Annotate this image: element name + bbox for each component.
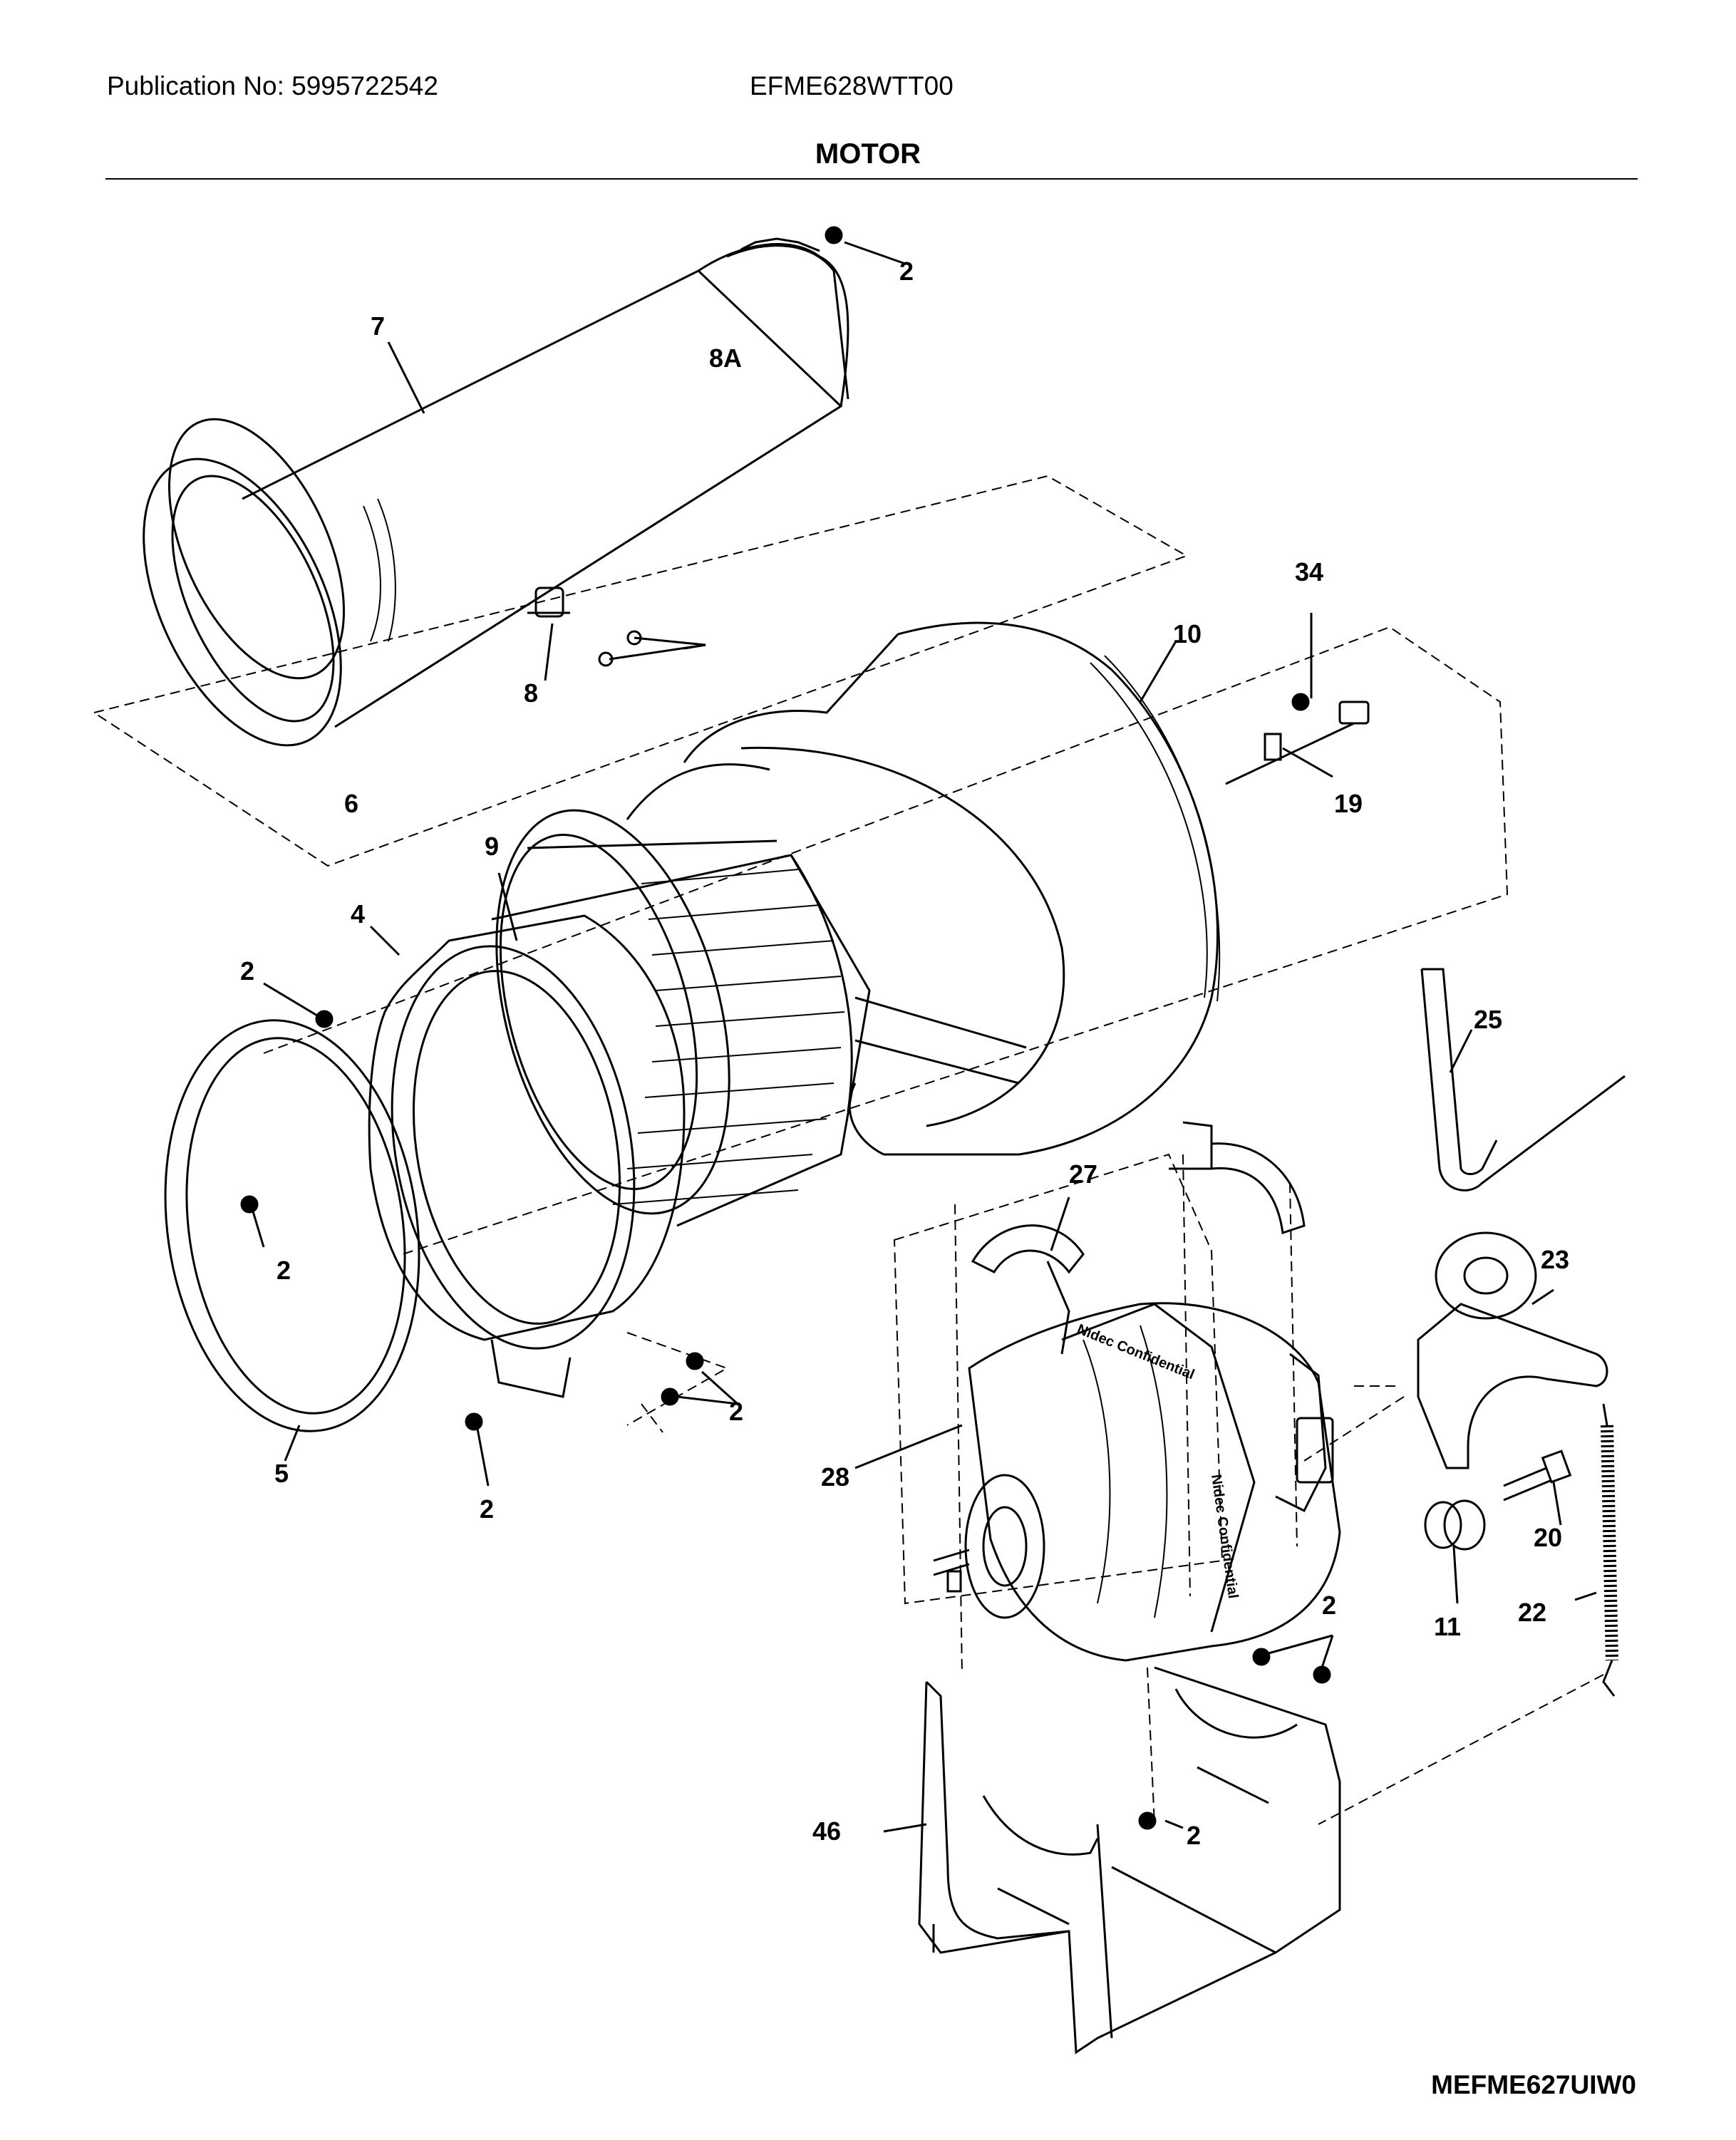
idler-bracket-part-23 (1417, 1231, 1608, 1469)
callout-25: 25 (1474, 1005, 1502, 1034)
callout-5: 5 (274, 1459, 289, 1488)
callout-2d: 2 (729, 1397, 743, 1426)
callout-9: 9 (485, 832, 499, 861)
ring-seal-part-6 (143, 458, 342, 747)
motor-mount-part-46 (918, 1666, 1341, 2054)
tension-spring-part-22 (1601, 1403, 1618, 1697)
publication-number: Publication No: 5995722542 (107, 71, 438, 100)
motor-stamp-top: Nidec Confidential (1075, 1321, 1197, 1382)
motor-straps-part-27 (971, 1121, 1306, 1355)
callout-2c: 2 (277, 1256, 291, 1285)
callout-8a: 8A (709, 343, 742, 373)
dashed-guide-lines (92, 475, 1604, 1825)
callout-2a: 2 (899, 257, 914, 286)
model-number: EFME628WTT00 (750, 71, 954, 100)
bolt-part-20 (1503, 1449, 1572, 1501)
motor-part-28: Nidec Confidential Nidec Confidential (933, 1302, 1341, 1662)
motor-stamp-side: Nidec Confidential (1208, 1474, 1241, 1600)
idler-wheel-part-11 (1424, 1499, 1486, 1551)
callout-7: 7 (371, 311, 385, 341)
blower-wheel-part-9 (491, 809, 871, 1227)
callout-28: 28 (821, 1462, 849, 1492)
callout-2b: 2 (240, 956, 254, 986)
callout-2e: 2 (480, 1494, 494, 1524)
blower-housing-part-10 (626, 621, 1221, 1156)
callout-6: 6 (344, 789, 358, 818)
header-rule (105, 178, 1638, 180)
callout-8: 8 (524, 678, 538, 708)
screw-parts-2 (240, 226, 1331, 1830)
callout-10: 10 (1173, 619, 1202, 648)
duct-tube-part-7 (168, 237, 849, 728)
front-housing-part-4 (368, 914, 686, 1398)
callout-23: 23 (1541, 1245, 1569, 1274)
sensor-part-19 (1225, 701, 1370, 785)
front-seal-part-5 (164, 1019, 420, 1432)
callout-19: 19 (1334, 789, 1363, 818)
callout-11: 11 (1434, 1612, 1461, 1641)
callout-4: 4 (351, 899, 365, 929)
callout-27: 27 (1069, 1159, 1097, 1189)
callout-2f: 2 (1322, 1591, 1336, 1620)
callout-leader-lines (252, 241, 1597, 1833)
callout-labels: 2 7 8A 8 10 34 19 6 9 4 2 25 2 27 23 2 2… (240, 257, 1569, 1850)
callout-20: 20 (1534, 1523, 1562, 1552)
callout-34: 34 (1295, 557, 1323, 586)
callout-22: 22 (1518, 1598, 1546, 1627)
section-title: MOTOR (815, 138, 921, 170)
thermostat-part-8 (527, 586, 642, 667)
belt-part-25 (1420, 968, 1626, 1192)
callout-2g: 2 (1187, 1821, 1201, 1850)
diagram-code: MEFME627UIW0 (1431, 2070, 1636, 2099)
callout-46: 46 (812, 1816, 841, 1846)
